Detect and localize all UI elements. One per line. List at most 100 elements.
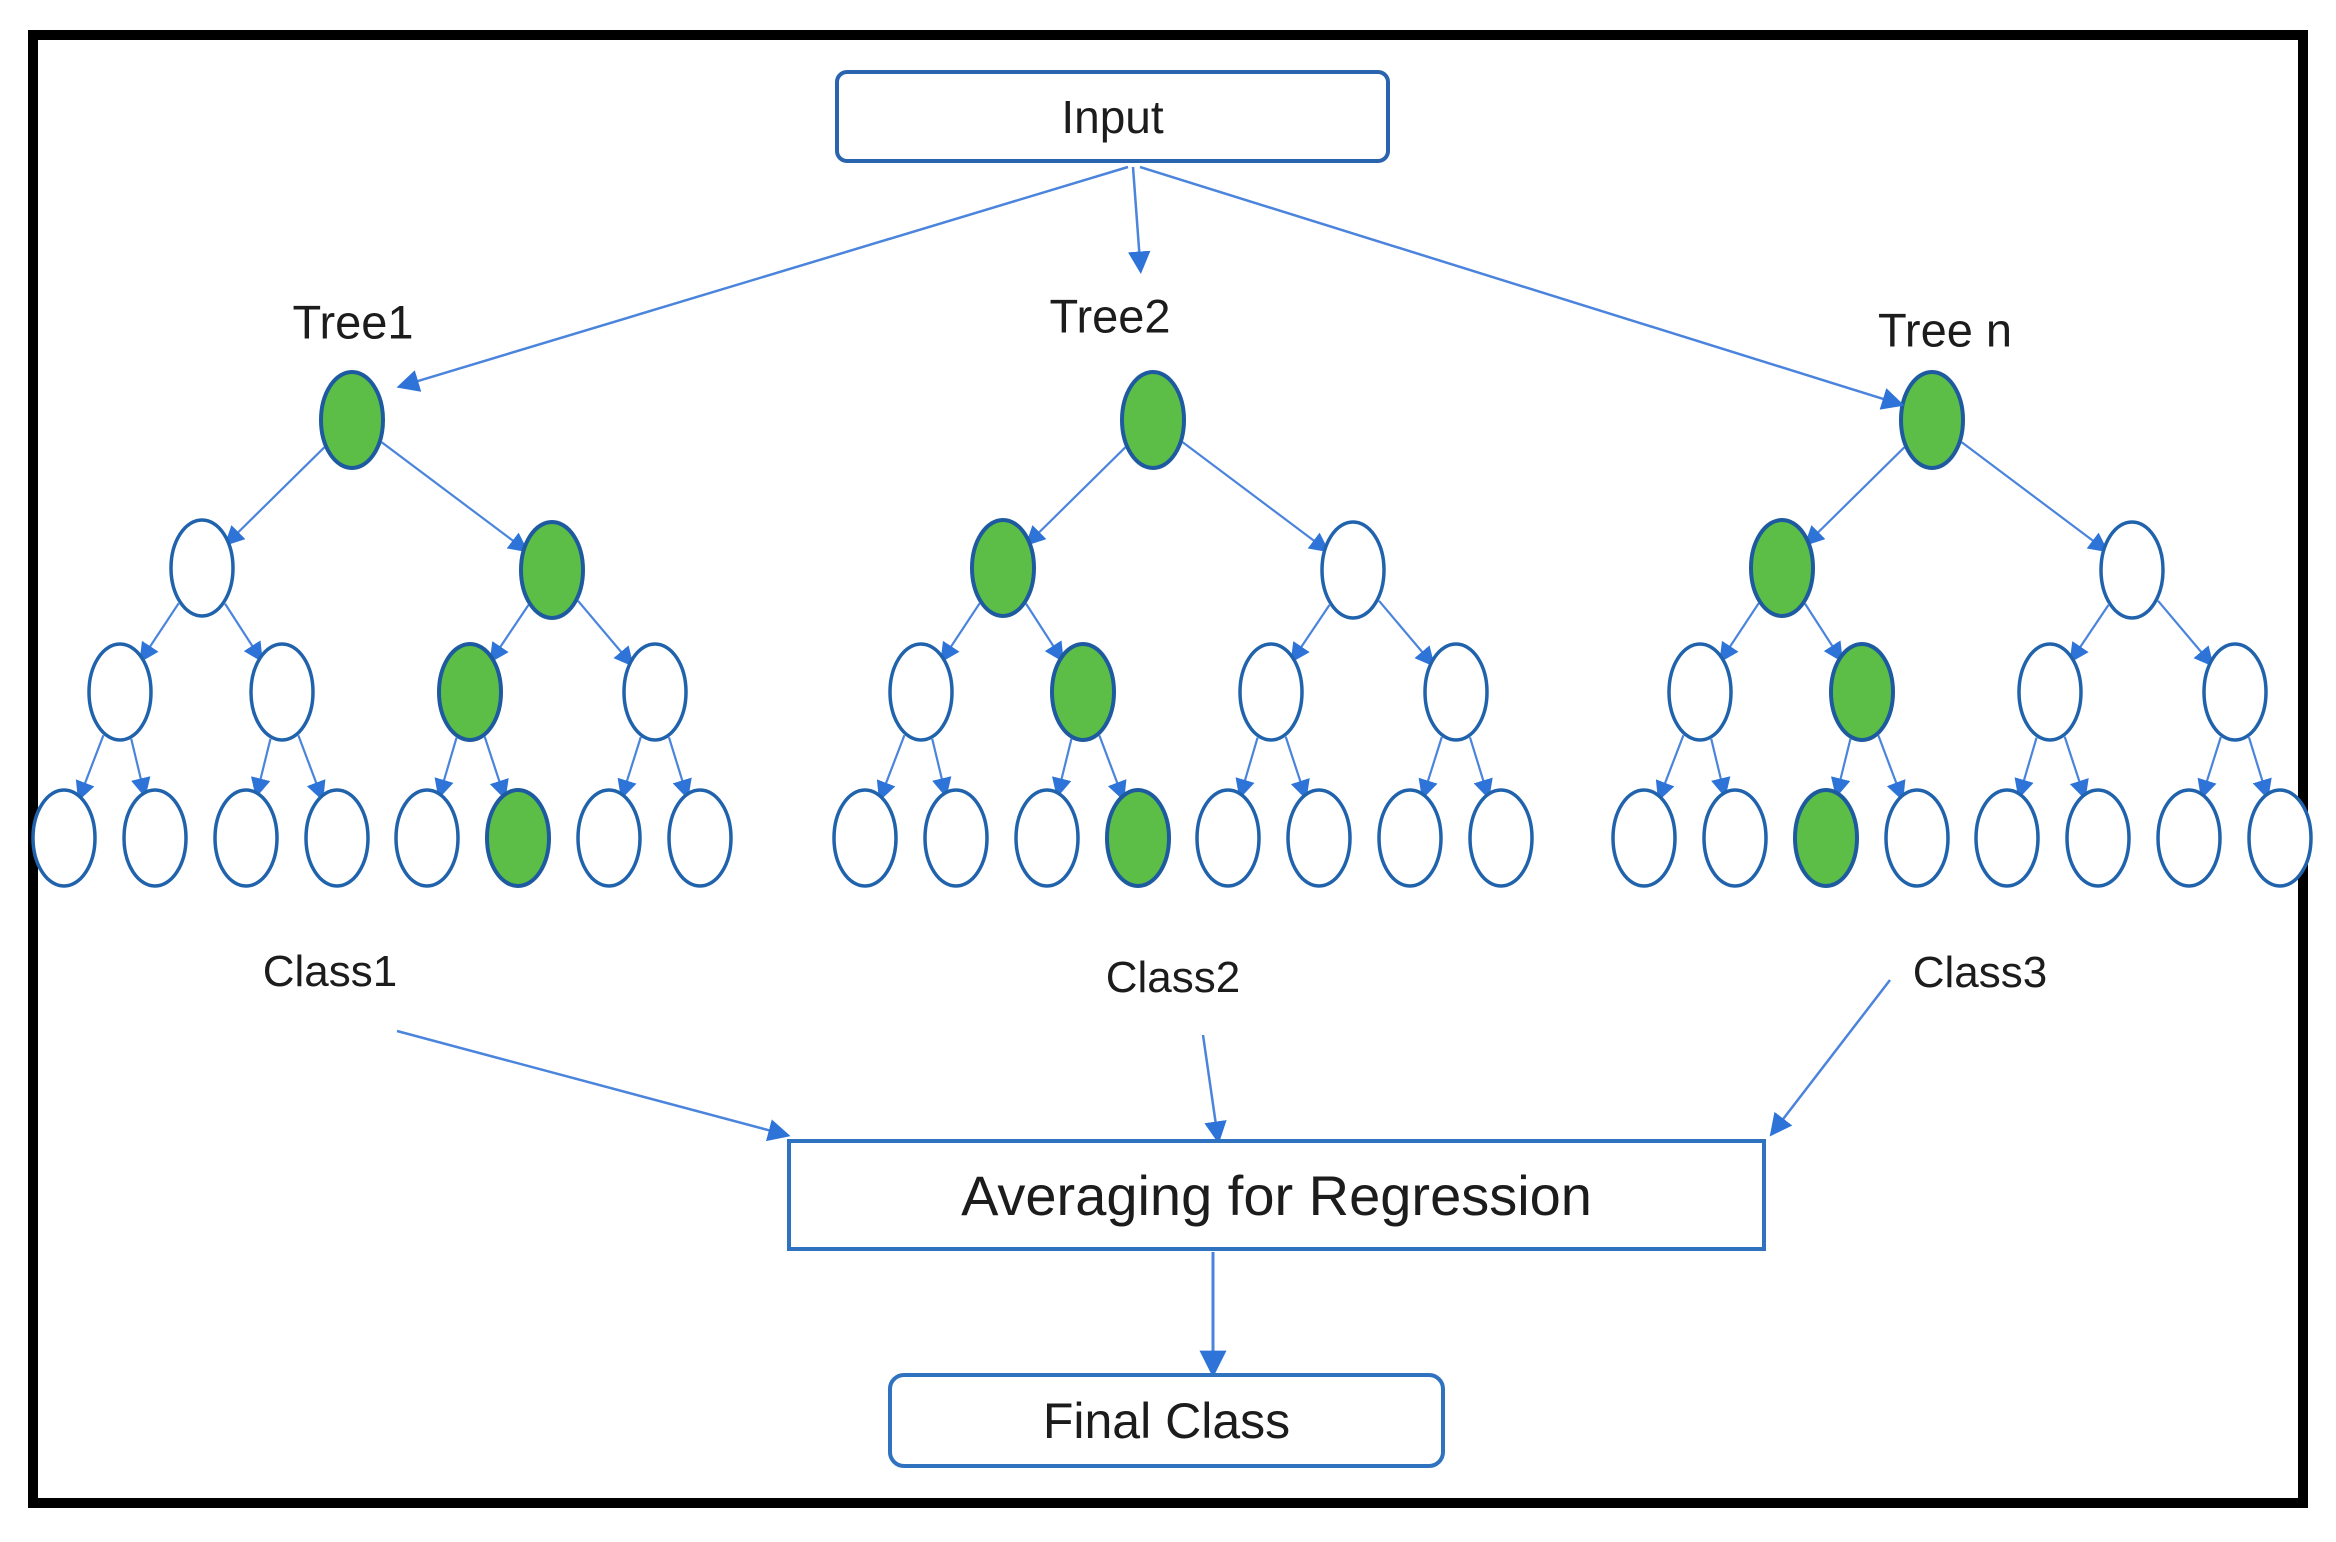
tree1-node-l0-0-highlighted	[319, 370, 385, 470]
tree2-node-l2-1-highlighted	[1050, 642, 1116, 742]
tree1-edge-l1n1-l2n2	[489, 604, 530, 664]
tree2-node-l1-0-highlighted	[970, 518, 1036, 618]
tree2-node-l3-6	[1377, 788, 1443, 888]
tree2-node-l3-7	[1468, 788, 1534, 888]
tree2-edge-l0n0-l1n1	[1181, 441, 1330, 553]
tree-n-node-l3-2-highlighted	[1793, 788, 1859, 888]
averaging-box: Averaging for Regression	[787, 1139, 1766, 1251]
averaging-box-label: Averaging for Regression	[961, 1163, 1592, 1227]
tree-n-edge-l1n1-l2n3	[2157, 600, 2214, 667]
tree1-node-l2-3	[622, 642, 688, 742]
tree2-node-l3-3-highlighted	[1105, 788, 1171, 888]
tree1-node-l3-6	[576, 788, 642, 888]
tree2-edge-l2n2-l3n4	[1235, 737, 1259, 800]
tree1-edge-l1n0-l2n1	[224, 603, 263, 663]
tree-n-node-l3-5	[2065, 788, 2131, 888]
class2-label: Class2	[1105, 953, 1241, 1002]
tree1-edge-l2n0-l3n0	[75, 734, 105, 802]
tree2-edge-l2n1-l3n2	[1052, 738, 1073, 798]
tree1-node-l3-5-highlighted	[485, 788, 551, 888]
tree2-edge-l2n3-l3n6	[1418, 736, 1443, 800]
tree-n-edge-l0n0-l1n1	[1960, 441, 2109, 553]
tree2-edge-l2n0-l3n1	[931, 738, 952, 798]
tree2-edge-l2n1-l3n3	[1098, 735, 1127, 802]
tree1-edge-l2n1-l3n3	[297, 735, 326, 802]
tree1-node-l3-4	[394, 788, 460, 888]
tree2-node-l3-2	[1014, 788, 1080, 888]
input-box: Input	[835, 70, 1390, 163]
tree-n-edge-l2n1-l3n2	[1831, 738, 1852, 798]
tree2-edge-l2n2-l3n5	[1284, 736, 1310, 800]
tree1-edge-l2n1-l3n2	[251, 738, 272, 798]
final-class-box-label: Final Class	[1042, 1392, 1291, 1449]
tree2-node-l3-4	[1195, 788, 1261, 888]
tree-n-title: Tree n	[1877, 303, 2013, 357]
tree-n-edge-l2n0-l3n1	[1710, 738, 1731, 798]
tree1-node-l2-1	[249, 642, 315, 742]
tree2-edge-l1n0-l2n1	[1025, 603, 1064, 663]
tree-n-node-l2-0	[1667, 642, 1733, 742]
tree-n-edge-l2n1-l3n3	[1877, 735, 1906, 802]
tree1-node-l3-7	[667, 788, 733, 888]
tree-n-edge-l2n2-l3n4	[2014, 737, 2038, 800]
arrow-class2-to-averaging-box	[1201, 1034, 1227, 1144]
tree1-node-l1-0	[169, 518, 235, 618]
tree1-edge-l2n2-l3n4	[434, 737, 458, 800]
arrow-class1-to-averaging-box	[396, 1029, 791, 1142]
tree2-node-l3-5	[1286, 788, 1352, 888]
tree2-node-l2-0	[888, 642, 954, 742]
tree2-node-l0-0-highlighted	[1120, 370, 1186, 470]
tree-n-node-l1-1	[2099, 520, 2165, 620]
tree2-node-l2-2	[1238, 642, 1304, 742]
tree-n-node-l3-4	[1974, 788, 2040, 888]
tree1-edge-l0n0-l1n1	[380, 441, 529, 553]
tree2-title: Tree2	[1049, 289, 1171, 343]
tree-n-node-l3-1	[1702, 788, 1768, 888]
final-class-box: Final Class	[888, 1373, 1445, 1468]
tree1-node-l3-1	[122, 788, 188, 888]
arrow-class3-to-averaging-box	[1769, 979, 1891, 1137]
tree2-edge-l1n1-l2n3	[1378, 600, 1435, 667]
tree1-edge-l1n0-l2n0	[139, 602, 180, 663]
arrow-input-to-tree-n	[1139, 165, 1905, 410]
tree1-node-l3-0	[31, 788, 97, 888]
tree-n-edge-l0n0-l1n0	[1804, 446, 1906, 546]
tree1-edge-l0n0-l1n0	[224, 446, 326, 546]
tree2-node-l2-3	[1423, 642, 1489, 742]
tree2-edge-l1n0-l2n0	[940, 602, 981, 663]
tree2-node-l3-1	[923, 788, 989, 888]
tree1-node-l2-2-highlighted	[437, 642, 503, 742]
tree-n-node-l2-3	[2202, 642, 2268, 742]
tree-n-node-l3-3	[1884, 788, 1950, 888]
tree-n-node-l2-2	[2017, 642, 2083, 742]
tree-n-edge-l1n0-l2n0	[1719, 602, 1760, 663]
tree-n-node-l3-6	[2156, 788, 2222, 888]
arrow-input-to-tree2	[1128, 166, 1151, 274]
tree1-node-l3-2	[213, 788, 279, 888]
tree-n-edge-l2n0-l3n0	[1655, 734, 1685, 802]
tree-n-edge-l2n2-l3n5	[2063, 736, 2089, 800]
tree2-edge-l2n0-l3n0	[876, 734, 906, 802]
tree-n-edge-l2n3-l3n7	[2247, 736, 2272, 800]
tree-n-node-l0-0-highlighted	[1899, 370, 1965, 470]
diagram-border	[28, 30, 2308, 1508]
tree1-node-l1-1-highlighted	[519, 520, 585, 620]
tree-n-node-l1-0-highlighted	[1749, 518, 1815, 618]
tree-n-node-l2-1-highlighted	[1829, 642, 1895, 742]
tree2-edge-l2n3-l3n7	[1468, 736, 1493, 800]
tree-n-node-l3-0	[1611, 788, 1677, 888]
tree-n-edge-l1n0-l2n1	[1804, 603, 1843, 663]
tree1-edge-l2n0-l3n1	[130, 738, 151, 798]
tree2-node-l3-0	[832, 788, 898, 888]
class1-label: Class1	[262, 947, 398, 996]
tree1-edge-l2n2-l3n5	[483, 736, 509, 800]
class3-label: Class3	[1912, 948, 2048, 997]
tree1-node-l2-0	[87, 642, 153, 742]
tree-n-edge-l2n3-l3n6	[2197, 736, 2222, 800]
tree1-title: Tree1	[292, 295, 414, 349]
tree1-edge-l2n3-l3n7	[667, 736, 692, 800]
tree1-edge-l1n1-l2n3	[577, 600, 634, 667]
tree-n-node-l3-7	[2247, 788, 2313, 888]
